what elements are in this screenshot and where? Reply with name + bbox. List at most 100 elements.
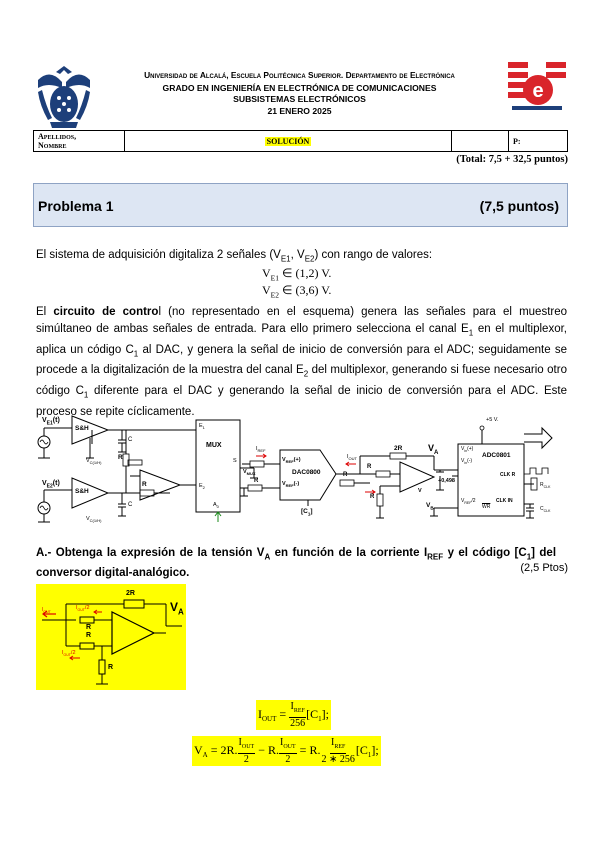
range1-var: V xyxy=(262,266,271,280)
cp-2: l (no representado en el esquema) genera… xyxy=(36,306,568,336)
cp-sub4: 1 xyxy=(83,390,89,400)
label-c2: C xyxy=(128,502,133,508)
adc-block xyxy=(457,443,525,517)
qa-text4: ] del conversor digital-analógico. xyxy=(36,547,557,580)
problem-points: (7,5 puntos) xyxy=(479,198,559,214)
points-cell[interactable]: P: xyxy=(508,130,568,152)
intro-a: El sistema de adquisición digitaliza 2 s… xyxy=(36,249,281,261)
label-rclk: RCLK xyxy=(540,482,551,489)
label-cclk: CCLK xyxy=(540,506,551,513)
mux-block xyxy=(195,419,241,513)
label-vb: VB xyxy=(426,502,434,511)
range1-sub: E1 xyxy=(270,273,280,283)
qa-text2: en función de la corriente I xyxy=(270,547,428,559)
label-vmux: VMUX xyxy=(243,469,256,477)
label-r-b: R xyxy=(142,481,147,488)
label-ve2: VE2(t) xyxy=(42,480,60,490)
fig2-iout: IOUT xyxy=(42,607,51,614)
cp-bold: circuito de contro xyxy=(53,306,159,318)
adc-output-bus xyxy=(524,426,553,450)
name-value-cell[interactable]: SOLUCIÓN xyxy=(124,130,452,152)
label-v498-unit: V xyxy=(418,488,422,494)
control-paragraph: El circuito de control (no representado … xyxy=(36,304,567,421)
range2-val: ∈ (3,6) V. xyxy=(279,283,332,297)
cp-sub2: 1 xyxy=(133,349,139,359)
question-a: A.- Obtenga la expresión de la tensión V… xyxy=(36,545,556,581)
solution-label: SOLUCIÓN xyxy=(264,136,312,146)
label-dac: DAC0800 xyxy=(292,469,321,476)
cp-5: del multiplexor, generando si fuese nece… xyxy=(36,364,567,398)
subject-line: SUBSISTEMAS ELECTRÓNICOS xyxy=(233,94,366,104)
fig2-2r: 2R xyxy=(126,590,135,597)
range2-var: V xyxy=(262,283,271,297)
label-2r: 2R xyxy=(394,445,403,452)
range1-val: ∈ (1,2) V. xyxy=(279,266,332,280)
label-v498: +0,498 xyxy=(438,478,455,484)
label-ve1: VE1(t) xyxy=(42,417,60,427)
university-line: Universidad de Alcalá, Escuela Politécni… xyxy=(144,70,455,80)
question-a-points: (2,5 Ptos) xyxy=(520,562,568,574)
label-e1: E1 xyxy=(199,423,205,431)
range-2: VE2 ∈ (3,6) V. xyxy=(262,283,331,299)
label-c1: C xyxy=(128,437,133,443)
student-id-table: Apellidos, Nombre SOLUCIÓN P: xyxy=(33,130,568,152)
total-points: (Total: 7,5 + 32,5 puntos) xyxy=(456,154,568,165)
label-vcm1: VC(1/H) xyxy=(86,458,102,466)
intro-b: , V xyxy=(290,249,305,261)
label-r-a: R xyxy=(118,454,123,461)
intro-sub2: E2 xyxy=(304,254,315,264)
range-1: VE1 ∈ (1,2) V. xyxy=(262,266,331,282)
points-label: P: xyxy=(513,136,521,146)
problem-title: Problema 1 xyxy=(38,198,114,214)
sh-amplifier-1 xyxy=(71,415,110,445)
qa-text1: A.- Obtenga la expresión de la tensión V xyxy=(36,547,265,559)
qa-sub1: A xyxy=(264,552,271,562)
label-wr: WR xyxy=(482,504,491,510)
department-logo: e xyxy=(508,60,568,116)
label-vref-minus: VREF(-) xyxy=(282,481,300,489)
opamp-figure: IOUT IOUT/2 IOUT/2 2R R R R xyxy=(36,584,186,690)
blank-cell[interactable] xyxy=(451,130,509,152)
label-iout: IOUT xyxy=(347,454,357,462)
cp-3: en el multiplexor, aplica un código C xyxy=(36,323,567,356)
label-s: S xyxy=(233,458,237,464)
label-vin-plus: Vin(+) xyxy=(461,446,474,453)
label-r-d: R xyxy=(343,472,348,478)
qa-sub3: 1 xyxy=(526,552,532,562)
signal-source-2 xyxy=(37,489,72,523)
fig2-r-mid: R xyxy=(86,632,92,639)
label-vin-minus: Vin(-) xyxy=(461,458,473,465)
qa-text3: y el código [C xyxy=(443,547,527,559)
label-va: VA xyxy=(428,443,439,456)
label-apellidos: Apellidos, xyxy=(38,132,77,141)
name-label-cell: Apellidos, Nombre xyxy=(33,130,125,152)
university-logo xyxy=(32,60,96,132)
fig2-r-top: R xyxy=(86,624,92,631)
cp-6: diferente para el DAC y generando la señ… xyxy=(36,385,567,418)
label-r-c: R xyxy=(254,478,259,484)
fig2-r-bot: R xyxy=(108,664,114,671)
sh-amplifier-2 xyxy=(71,477,110,509)
cp-sub3: 2 xyxy=(303,369,309,379)
signal-source-1 xyxy=(37,427,72,459)
label-vcm2: VC(1/H) xyxy=(86,516,102,524)
problem-header-box: Problema 1 (7,5 puntos) xyxy=(33,183,568,227)
opamp-subtractor xyxy=(139,469,182,501)
dac-block xyxy=(279,449,337,501)
label-nombre: Nombre xyxy=(38,141,67,150)
label-sh2: S&H xyxy=(75,488,89,495)
label-r-f: R xyxy=(370,494,375,500)
intro-c: ) con rango de valores: xyxy=(314,249,433,261)
label-mux: MUX xyxy=(206,442,222,449)
label-c1-code: [C1] xyxy=(301,508,313,517)
svg-text:e: e xyxy=(532,80,543,102)
fig2-va-label: VA xyxy=(170,600,184,617)
label-e2: E2 xyxy=(199,483,205,491)
label-plus5: +5 V. xyxy=(486,417,499,423)
system-schematic: VE1(t) VE2(t) S&H S&H VC(1/H) VC(1/H) C … xyxy=(30,408,570,526)
intro-text: El sistema de adquisición digitaliza 2 s… xyxy=(36,247,567,268)
cp-sub1: 1 xyxy=(468,328,474,338)
fig2-iout-half-1: IOUT/2 xyxy=(76,605,90,613)
